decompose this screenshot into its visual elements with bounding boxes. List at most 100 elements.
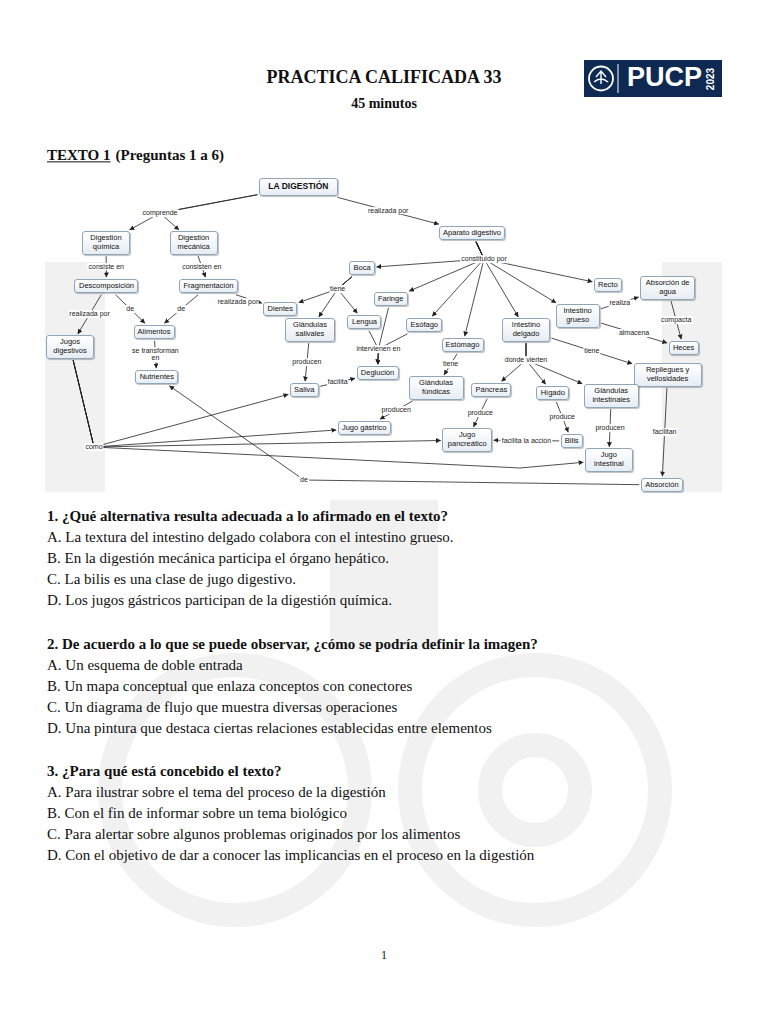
concept-text: Esófago [410,321,438,330]
watermark-ring [410,665,660,915]
answer-option: A. Un esquema de doble entrada [47,657,243,674]
concept-box: Repliegues y vellosidades [634,363,702,386]
concept-box: LA DIGESTIÓN [259,178,338,196]
concept-box: Bilis [561,434,583,449]
concept-box: Dientes [263,302,297,317]
concept-box: Estómago [442,338,484,353]
concept-text: Recto [598,281,618,290]
concept-box: Glándulas salivales [285,318,335,341]
linking-word: de [299,476,309,484]
concept-text: Intestino delgado [506,321,546,338]
linking-word: consisten en [181,263,222,271]
linking-word: facilita [327,378,349,386]
answer-option: C. Un diagrama de flujo que muestra dive… [47,699,397,716]
linking-word: facilita la acción [501,437,552,445]
answer-option: D. Los jugos gástricos participan de la … [47,592,392,609]
concept-box: Jugo intestinal [585,448,633,471]
linking-word: realiza [609,299,632,307]
concept-text: Jugo pancreático [446,431,488,448]
connector [409,242,484,291]
concept-text: Boca [353,264,371,273]
answer-option: D. Una pintura que destaca ciertas relac… [47,720,492,737]
logo-emblem [589,67,613,91]
linking-word: producen [381,406,412,414]
concept-box: Saliva [290,383,319,398]
concept-box: Esófago [406,318,442,333]
concept-box: Aparato digestivo [439,226,505,241]
concept-box: Hígado [536,386,569,401]
concept-text: Nutrientes [139,373,174,382]
connector [73,360,441,447]
watermark-bar [45,262,105,492]
concept-box: Digestión mecánica [170,231,218,254]
linking-word: como [84,443,103,451]
concept-box: Alimentos [134,325,175,340]
answer-option: A. La textura del intestino delgado cola… [47,529,454,546]
linking-word: tiene [583,347,600,355]
connector [338,197,439,224]
concept-box: Heces [669,341,699,356]
logo-year: 2023 [705,67,717,89]
watermark-ring [490,745,580,835]
linking-word: tiene [442,361,459,369]
question: 3. ¿Para qué está concebido el texto? [47,763,282,780]
linking-word: comprende [141,209,178,217]
concept-text: Saliva [294,386,315,395]
concept-text: Fragmentación [183,282,234,291]
answer-option: C. Para alertar sobre algunos problemas … [47,826,460,843]
concept-box: Glándulas fúndicas [409,376,464,399]
concept-text: Deglución [361,369,395,378]
connector [319,277,352,317]
linking-word: intervienen en [355,345,401,353]
connector [169,386,639,485]
concept-box: Jugos digestivos [46,335,94,358]
connector [601,323,667,343]
concept-text: Jugo gástrico [342,424,387,433]
concept-box: Jugo gástrico [338,421,391,436]
concept-text: Páncreas [475,386,507,395]
connector [73,360,288,447]
concept-text: Estómago [446,341,480,350]
logo-divider [618,64,619,93]
connector [320,378,355,386]
linking-word: constituido por [460,255,508,263]
page-number: 1 [381,949,387,963]
logo-text: PUCP [627,62,702,93]
linking-word: consiste en [88,263,125,271]
concept-box: Lengua [347,315,381,330]
subtitle: 45 minutos [351,96,417,112]
concept-box: Nutrientes [135,370,178,385]
linking-word: tiene [329,285,346,293]
answer-option: B. Un mapa conceptual que enlaza concept… [47,678,412,695]
concept-box: Absorción de agua [640,276,695,299]
linking-word: de [176,305,186,313]
linking-word: compacta [660,316,692,324]
connector [338,277,358,313]
watermark [45,262,722,650]
linking-word: de [125,305,135,313]
concept-box: Jugo pancreático [442,428,492,451]
concept-box: Glándulas intestinales [584,384,639,407]
question: 2. De acuerdo a lo que se puede observar… [47,636,538,653]
concept-text: Lengua [351,318,377,327]
answer-option: B. En la digestión mecánica participa el… [47,550,389,567]
concept-text: Glándulas salivales [289,321,331,338]
connector [601,297,639,309]
concept-text: Hígado [540,389,565,398]
concept-text: Absorción [645,481,679,490]
answer-option: A. Para ilustrar sobre el tema del proce… [47,784,386,801]
linking-word: produce [467,409,494,417]
concept-text: Aparato digestivo [443,229,501,238]
section-heading: TEXTO 1 [47,147,111,164]
linking-word: realizada por [367,207,409,215]
concept-text: Glándulas fúndicas [413,379,460,396]
concept-text: Bilis [565,437,579,446]
concept-box: Digestión química [82,231,130,254]
connector [299,277,352,303]
logo-emblem-mark [594,71,608,84]
connector [116,295,145,323]
concept-box: Fragmentación [179,279,238,294]
concept-text: Absorción de agua [644,279,691,296]
concept-box: Intestino grueso [556,304,600,327]
concept-text: Intestino grueso [560,307,596,324]
